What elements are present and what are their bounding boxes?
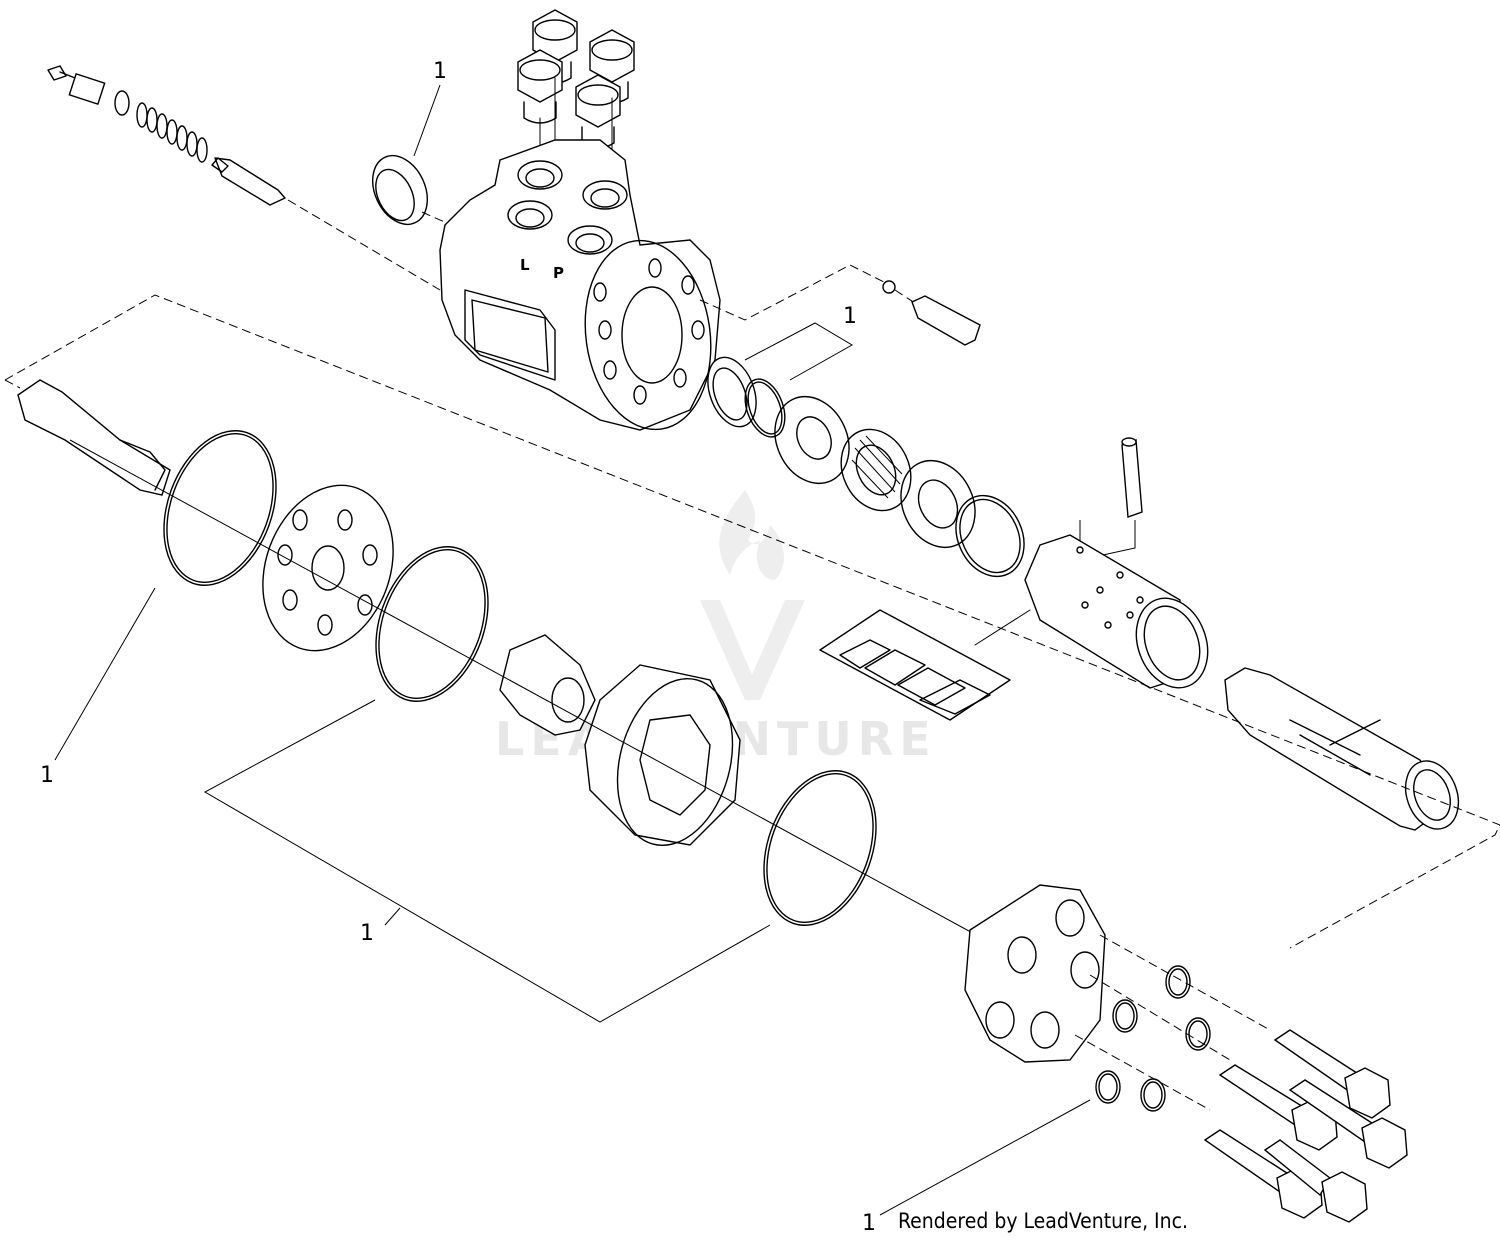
callout-seal-pair: 1 <box>843 304 857 329</box>
callout-ring-set: 1 <box>360 921 374 946</box>
port-fittings <box>517 9 635 181</box>
valve-spool-assembly <box>47 65 286 206</box>
valve-spool <box>1224 667 1460 831</box>
thrust-bearing-stack <box>774 395 1025 578</box>
o-ring-large <box>163 430 277 586</box>
gerotor-ring <box>584 664 741 847</box>
valve-sleeve <box>1024 534 1209 689</box>
cap-bolts <box>1203 1029 1408 1223</box>
check-ball <box>882 280 896 294</box>
drive-shaft <box>17 379 171 496</box>
steering-valve-housing: L P <box>439 139 721 431</box>
gerotor-star <box>499 634 596 736</box>
shaft-seal <box>372 155 428 225</box>
render-credit: Rendered by LeadVenture, Inc. <box>898 1209 1188 1233</box>
callout-o-ring: 1 <box>40 763 54 788</box>
spacer-plate <box>262 484 394 652</box>
seal-pair <box>707 356 786 438</box>
end-cap <box>964 884 1106 1063</box>
leadventure-watermark-logo <box>700 490 805 700</box>
port-label-l: L <box>520 256 530 274</box>
port-label-p: P <box>553 264 564 282</box>
bolt-seals <box>1095 965 1211 1112</box>
callout-bolt-seals: 1 <box>862 1211 876 1236</box>
o-ring-lower <box>763 770 877 926</box>
o-ring-middle <box>375 546 489 702</box>
check-valve-plug <box>911 295 981 346</box>
callout-seal: 1 <box>433 59 447 84</box>
centering-springs <box>819 609 1031 721</box>
pin <box>1121 439 1143 518</box>
